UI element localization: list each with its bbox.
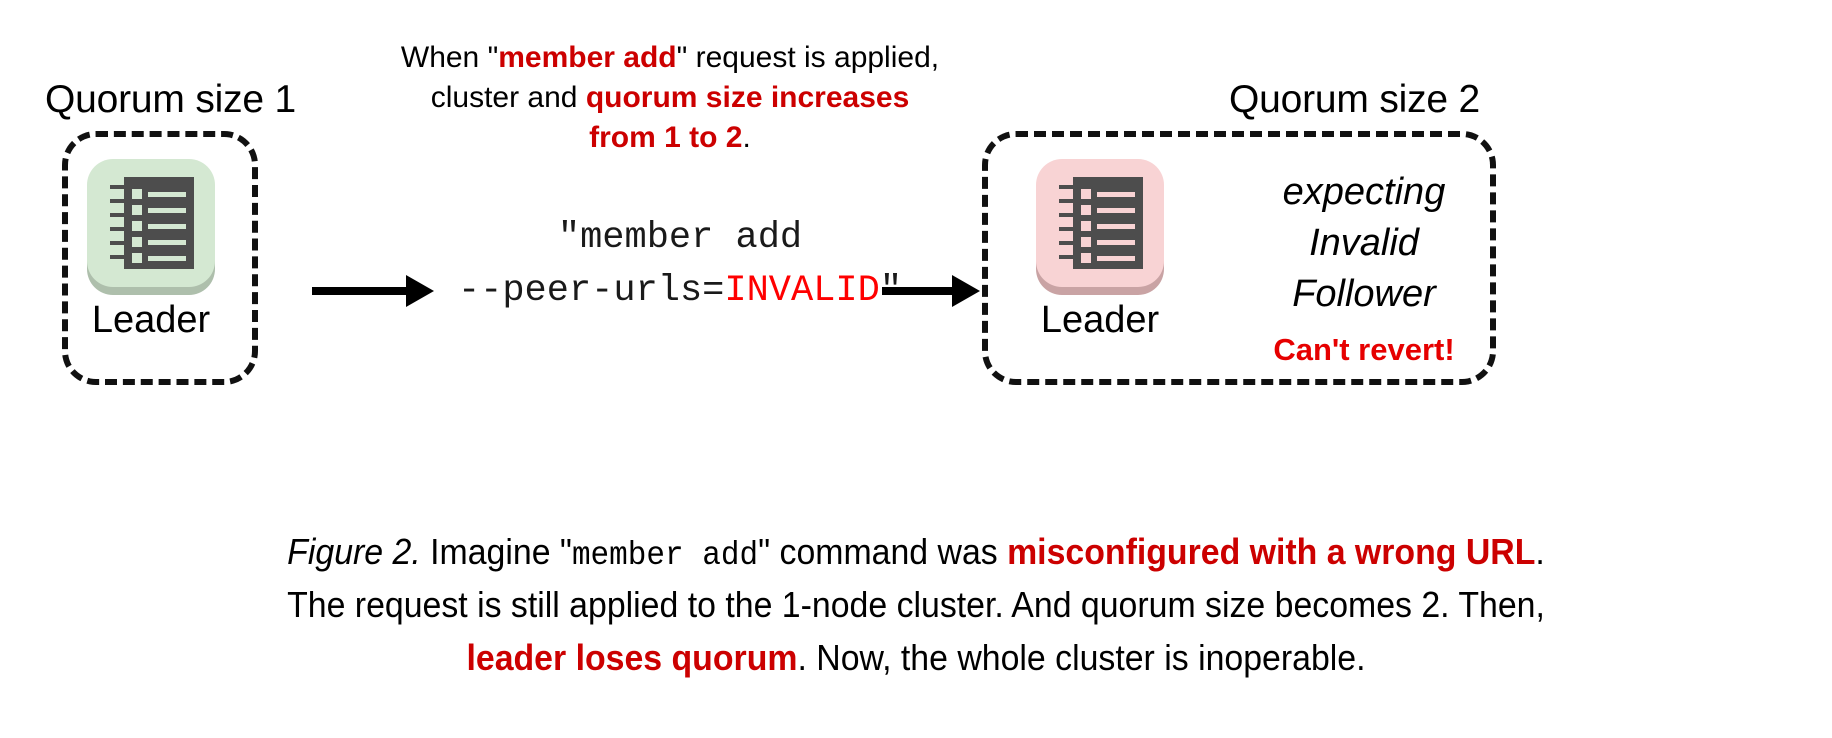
follower-status-text: expecting Invalid Follower [1246, 167, 1482, 320]
caption-l1-c: . [1535, 531, 1545, 572]
note-line3-c: . [742, 121, 751, 154]
caption-l1-b: " command was [758, 531, 1008, 572]
note-line1-c: " request is applied, [676, 41, 940, 74]
left-cluster-box: Leader [62, 131, 258, 385]
arrow-command-to-right [882, 275, 980, 307]
note-line3-highlight: from 1 to 2 [589, 121, 743, 154]
caption-l3-highlight: leader loses quorum [466, 637, 798, 678]
command-text: "member add --peer-urls=INVALID" [430, 212, 930, 318]
right-node-label: Leader [1040, 299, 1160, 341]
caption-l2: The request is still applied to the 1-no… [287, 584, 1545, 625]
arrow-left-to-command [312, 275, 434, 307]
status-line-2: Invalid [1309, 222, 1419, 264]
command-flag: --peer-urls= [457, 270, 725, 312]
note-line1-highlight: member add [498, 41, 677, 74]
left-node-label: Leader [91, 299, 211, 341]
figure-caption-line-3: leader loses quorum. Now, the whole clus… [55, 631, 1777, 684]
status-line-1: expecting [1282, 171, 1446, 213]
right-node-tile [1036, 159, 1164, 287]
ledger-icon [1057, 177, 1143, 269]
right-leader-node: Leader [1036, 159, 1164, 339]
left-cluster-title: Quorum size 1 [45, 78, 296, 121]
status-line-3: Follower [1292, 273, 1436, 315]
ledger-icon [108, 177, 194, 269]
explanation-note: When "member add" request is applied, cl… [360, 38, 980, 158]
left-leader-node: Leader [87, 159, 215, 339]
right-cluster-title: Quorum size 2 [1229, 78, 1480, 121]
note-line1-a: When " [400, 41, 499, 74]
left-node-tile [87, 159, 215, 287]
caption-l1-a: Imagine " [420, 531, 572, 572]
command-invalid-value: INVALID [724, 270, 880, 312]
caption-l1-mono: member add [571, 537, 759, 574]
command-line-2: --peer-urls=INVALID" [430, 265, 930, 318]
figure-caption-line-1: Figure 2. Imagine "member add" command w… [55, 525, 1777, 582]
cant-revert-alert: Can't revert! [1273, 332, 1455, 367]
right-cluster-box: Leader expecting Invalid Follower Can't … [982, 131, 1496, 385]
note-line2-highlight: quorum size increases [585, 81, 910, 114]
figure-caption-line-2: The request is still applied to the 1-no… [55, 578, 1777, 631]
caption-l1-highlight: misconfigured with a wrong URL [1007, 531, 1536, 572]
note-line2-a: cluster and [430, 81, 586, 114]
command-line-1: "member add [557, 217, 803, 259]
caption-l3-b: . Now, the whole cluster is inoperable. [797, 637, 1366, 678]
figure-caption-label: Figure 2. [287, 531, 421, 572]
